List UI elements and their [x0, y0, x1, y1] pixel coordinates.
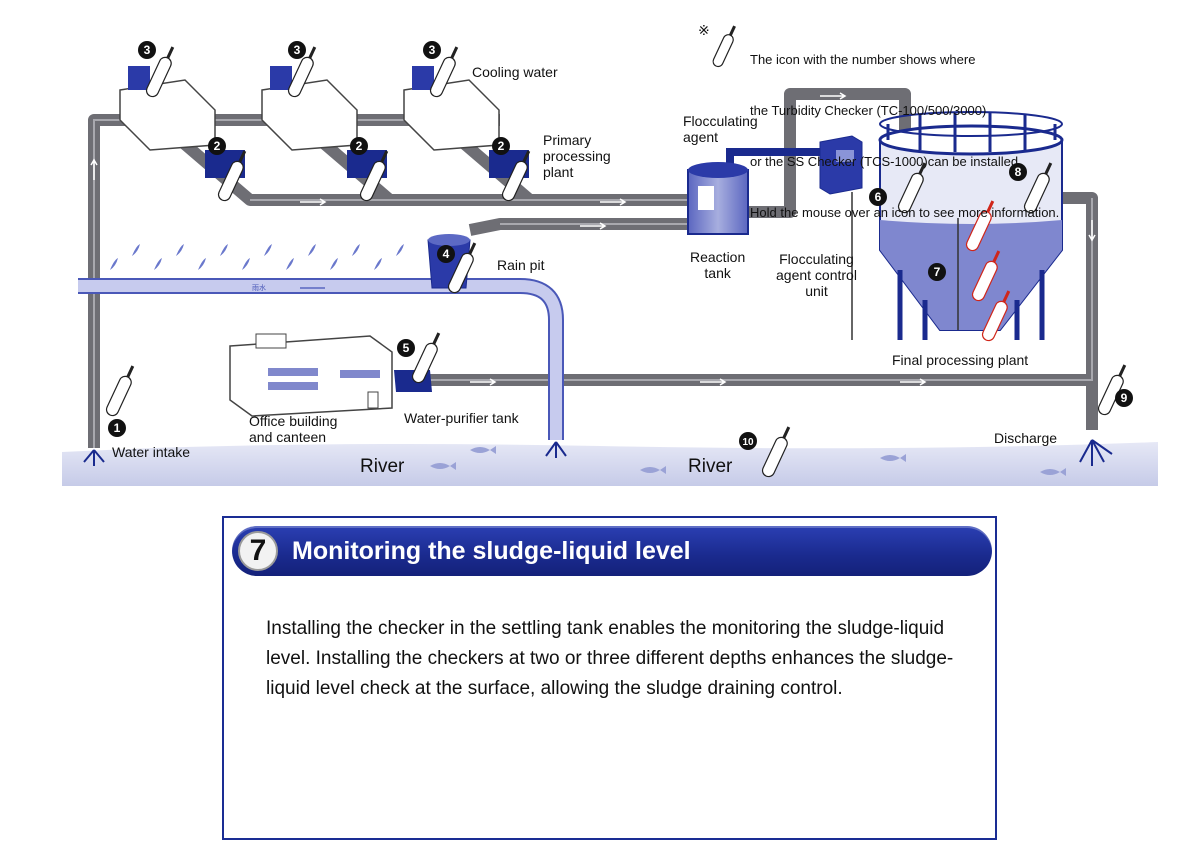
badge-8[interactable]: 8 — [1009, 163, 1027, 181]
note-line: The icon with the number shows where — [750, 52, 976, 67]
badge-7[interactable]: 7 — [928, 263, 946, 281]
water-treatment-diagram: 1 2 2 2 3 3 3 4 5 6 7 8 9 10 雨水 ※ The ic… — [62, 17, 1158, 486]
factory-3 — [403, 66, 529, 178]
sensor-10 — [761, 426, 791, 478]
badge-3a-text: 3 — [144, 43, 151, 57]
label-river-right: River — [688, 456, 733, 477]
badge-7-text: 7 — [934, 265, 941, 279]
reaction-tank — [687, 162, 749, 235]
flow-arrows — [90, 92, 1096, 386]
badge-10[interactable]: 10 — [739, 432, 757, 450]
rain-pipe — [78, 278, 564, 440]
badge-2c-text: 2 — [498, 139, 505, 153]
badge-6[interactable]: 6 — [869, 188, 887, 206]
factory-buildings — [119, 66, 529, 178]
sensor-3b — [287, 46, 317, 98]
badge-8-text: 8 — [1015, 165, 1022, 179]
badge-9-text: 9 — [1121, 391, 1128, 405]
label-primary-plant: Primary processing plant — [543, 132, 611, 180]
badge-2c[interactable]: 2 — [492, 137, 510, 155]
badge-1[interactable]: 1 — [108, 419, 126, 437]
sensor-3c — [429, 46, 459, 98]
splashes — [83, 439, 1113, 466]
info-title: Monitoring the sludge-liquid level — [292, 537, 691, 565]
badge-2b[interactable]: 2 — [350, 137, 368, 155]
label-discharge: Discharge — [994, 430, 1058, 446]
label-water-intake: Water intake — [112, 444, 191, 460]
sensor-8 — [1023, 162, 1053, 214]
badge-3b[interactable]: 3 — [288, 41, 306, 59]
badge-3c[interactable]: 3 — [423, 41, 441, 59]
info-panel: 7 Monitoring the sludge-liquid level Ins… — [222, 516, 997, 840]
legend-note: The icon with the number shows where the… — [750, 17, 1059, 238]
badge-5[interactable]: 5 — [397, 339, 415, 357]
note-line: the Turbidity Checker (TC-100/500/3000) — [750, 103, 987, 118]
sensor-4 — [447, 242, 477, 294]
office-building — [229, 333, 393, 417]
label-rain-pit: Rain pit — [497, 257, 545, 273]
badge-2a[interactable]: 2 — [208, 137, 226, 155]
sensor-5 — [411, 332, 441, 384]
badge-9[interactable]: 9 — [1115, 389, 1133, 407]
badge-1-text: 1 — [114, 421, 121, 435]
legend-sensor-icon — [712, 25, 736, 68]
label-office: Office building and canteen — [249, 413, 338, 445]
label-final-plant: Final processing plant — [892, 352, 1029, 368]
sensor-1 — [105, 365, 135, 417]
badge-3b-text: 3 — [294, 43, 301, 57]
info-banner: 7 Monitoring the sludge-liquid level — [232, 526, 992, 576]
diagram-svg: 1 2 2 2 3 3 3 4 5 6 7 8 9 10 雨水 — [62, 25, 1158, 486]
sensor-7a — [965, 200, 995, 252]
note-symbol: ※ — [698, 22, 710, 38]
badge-10-text: 10 — [742, 437, 754, 448]
sensor-7c — [981, 290, 1011, 342]
note-line: Hold the mouse over an icon to see more … — [750, 205, 1060, 220]
label-river-left: River — [360, 456, 405, 477]
badge-3c-text: 3 — [429, 43, 436, 57]
label-reaction-tank: Reaction tank — [690, 249, 746, 281]
river-band — [62, 442, 1158, 486]
badge-2b-text: 2 — [356, 139, 363, 153]
checker-sensors — [105, 25, 1127, 478]
sensor-2b — [359, 150, 389, 202]
number-badges: 1 2 2 2 3 3 3 4 5 6 7 8 9 10 — [108, 41, 1133, 450]
fish — [430, 446, 1066, 476]
label-control-unit: Flocculating agent control unit — [776, 251, 857, 299]
label-flocculating-agent: Flocculating agent — [683, 113, 758, 145]
sensor-6 — [897, 162, 927, 214]
info-number-badge: 7 — [238, 531, 278, 571]
raindrops — [110, 244, 404, 270]
badge-3a[interactable]: 3 — [138, 41, 156, 59]
pipe-mark: 雨水 — [252, 283, 266, 292]
sensor-2c — [501, 150, 531, 202]
factory-2 — [261, 66, 387, 178]
sensor-3a — [145, 46, 175, 98]
label-purifier: Water-purifier tank — [404, 410, 519, 426]
badge-4[interactable]: 4 — [437, 245, 455, 263]
sensor-2a — [217, 150, 247, 202]
control-unit — [819, 135, 863, 340]
badge-6-text: 6 — [875, 190, 882, 204]
badge-5-text: 5 — [403, 341, 410, 355]
note-line: or the SS Checker (TCS-1000)can be insta… — [750, 154, 1022, 169]
label-cooling-water: Cooling water — [472, 64, 558, 80]
info-body: Installing the checker in the settling t… — [266, 618, 954, 699]
badge-4-text: 4 — [443, 247, 450, 261]
sensor-7b — [971, 250, 1001, 302]
badge-2a-text: 2 — [214, 139, 221, 153]
